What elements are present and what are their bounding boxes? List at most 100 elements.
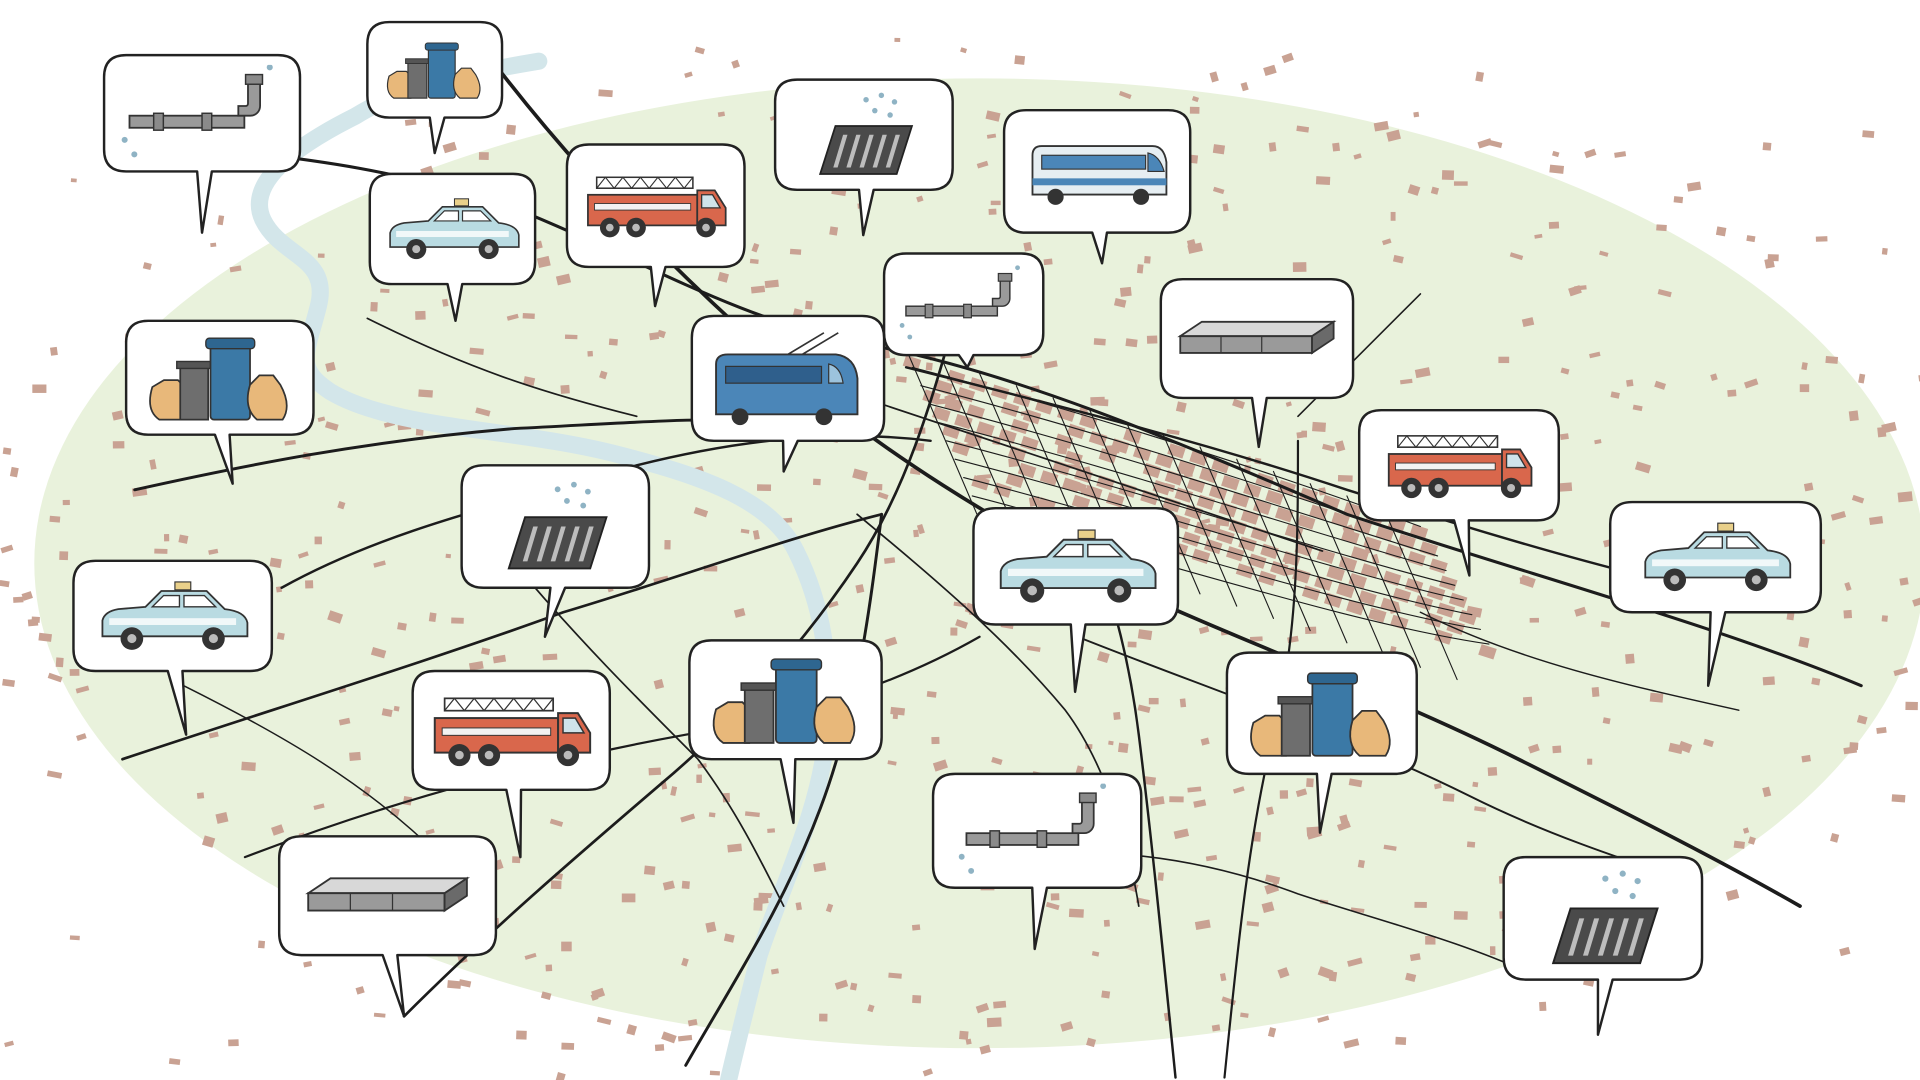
building	[1305, 626, 1317, 635]
building	[1196, 494, 1216, 511]
building	[1091, 951, 1100, 957]
street	[937, 421, 1447, 572]
building	[1148, 697, 1159, 705]
building	[1189, 106, 1200, 114]
map-bubble[interactable]	[690, 314, 886, 473]
building	[1458, 609, 1478, 626]
building	[877, 491, 889, 500]
map-bubble[interactable]	[773, 78, 954, 237]
building	[70, 178, 77, 183]
building	[1762, 786, 1772, 798]
building	[1146, 335, 1158, 344]
building	[337, 501, 346, 510]
building	[1043, 258, 1053, 266]
building	[1799, 384, 1810, 393]
building	[1634, 461, 1652, 474]
building	[1405, 972, 1417, 982]
building	[1187, 786, 1202, 793]
map-bubble[interactable]	[972, 506, 1180, 694]
building	[327, 610, 344, 624]
building	[441, 298, 449, 307]
map-bubble[interactable]	[565, 143, 746, 308]
map-bubble[interactable]	[124, 319, 315, 485]
building	[1265, 489, 1284, 506]
building	[1811, 677, 1821, 686]
building	[894, 37, 901, 42]
building	[662, 880, 675, 891]
building	[1400, 378, 1413, 385]
building	[540, 991, 552, 1001]
building	[1862, 130, 1875, 139]
building	[988, 208, 997, 215]
building	[1762, 676, 1775, 686]
building	[1232, 786, 1245, 794]
building	[599, 370, 608, 380]
building	[1301, 430, 1308, 438]
street	[1309, 483, 1385, 656]
building	[1594, 439, 1602, 445]
street	[1346, 495, 1421, 668]
building	[1315, 176, 1331, 186]
building	[1549, 164, 1565, 174]
building	[1383, 844, 1397, 851]
building	[916, 195, 924, 203]
map-bubble[interactable]	[1357, 408, 1560, 577]
map-bubble[interactable]	[411, 669, 612, 859]
building	[758, 892, 774, 899]
building	[196, 792, 205, 799]
map-bubble[interactable]	[72, 559, 274, 736]
map-bubble[interactable]	[931, 772, 1143, 951]
map-bubble[interactable]	[1608, 500, 1823, 687]
building	[1414, 367, 1431, 379]
map-bubble[interactable]	[1225, 651, 1418, 834]
building	[1246, 921, 1260, 927]
building	[447, 980, 462, 989]
building	[1654, 380, 1667, 390]
building	[1187, 242, 1203, 254]
building	[1014, 55, 1026, 65]
building	[740, 528, 750, 534]
building	[1858, 373, 1866, 384]
building	[1390, 211, 1396, 221]
building	[805, 300, 813, 310]
building	[976, 421, 995, 437]
map-bubble[interactable]	[277, 835, 498, 1018]
building	[549, 818, 564, 827]
building	[1336, 820, 1351, 832]
building	[1212, 144, 1226, 155]
building	[397, 622, 407, 631]
building	[1559, 433, 1569, 441]
building	[1240, 82, 1249, 92]
map-bubble[interactable]	[460, 464, 651, 638]
building	[21, 591, 33, 601]
building	[1851, 494, 1865, 504]
building	[1442, 793, 1455, 802]
building	[1407, 184, 1421, 196]
map-bubble[interactable]	[1159, 277, 1355, 449]
building	[1897, 491, 1913, 503]
building	[217, 215, 225, 226]
building	[241, 761, 256, 772]
building	[1337, 474, 1353, 482]
map-bubble[interactable]	[688, 639, 883, 825]
building	[1097, 651, 1110, 663]
building	[524, 952, 537, 960]
building	[1218, 502, 1238, 518]
building	[1558, 482, 1573, 492]
map-bubble[interactable]	[1002, 108, 1192, 265]
building	[1219, 973, 1227, 982]
building	[1345, 600, 1365, 616]
building	[522, 312, 535, 319]
building	[1764, 258, 1775, 269]
building	[756, 484, 772, 492]
building	[1292, 262, 1307, 272]
building	[829, 226, 839, 236]
building	[608, 338, 618, 346]
building	[1232, 398, 1246, 409]
map-bubble[interactable]	[366, 20, 504, 155]
building	[0, 544, 14, 554]
map-bubble[interactable]	[368, 172, 537, 323]
map-bubble[interactable]	[1502, 855, 1704, 1036]
map-bubble[interactable]	[102, 53, 302, 234]
map-bubble[interactable]	[882, 252, 1045, 369]
